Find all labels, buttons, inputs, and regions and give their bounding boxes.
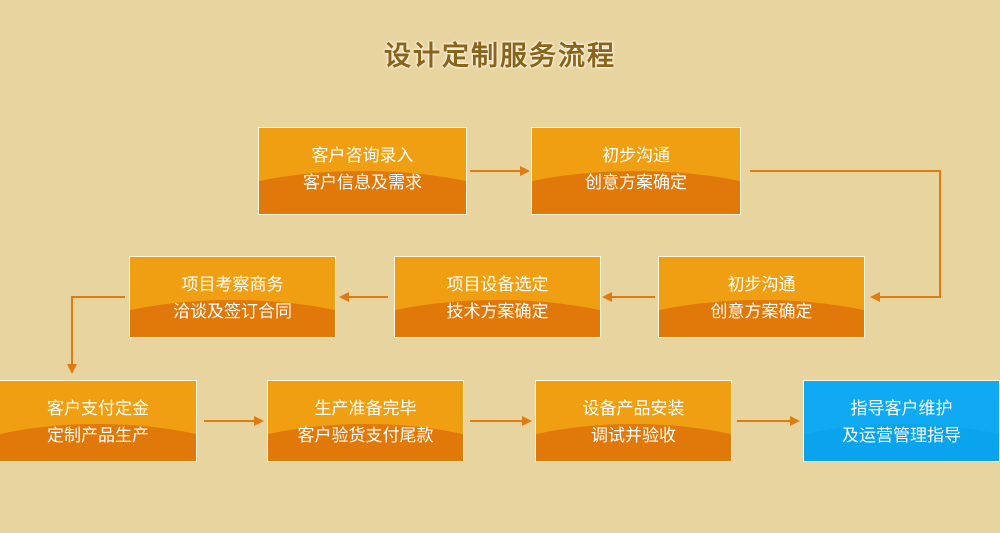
- step-3-box: 初步沟通创意方案确定: [658, 256, 865, 338]
- step-label: 设备产品安装: [582, 399, 685, 419]
- step-label: 项目设备选定: [446, 275, 549, 295]
- step-8-box: 设备产品安装调试并验收: [535, 380, 732, 462]
- step-4-box: 项目设备选定技术方案确定: [394, 256, 601, 338]
- step-label: 客户咨询录入: [311, 146, 414, 166]
- step-label: 客户信息及需求: [303, 173, 422, 193]
- step-label: 及运营管理指导: [842, 426, 961, 446]
- step-label: 调试并验收: [591, 426, 676, 446]
- step-label: 项目考察商务: [181, 275, 284, 295]
- step-label: 生产准备完毕: [314, 399, 417, 419]
- step-label: 客户支付定金: [47, 399, 149, 419]
- arrow-5-6: [67, 296, 125, 374]
- diagram-title: 设计定制服务流程: [384, 41, 616, 72]
- step-1-box: 客户咨询录入客户信息及需求: [258, 127, 467, 215]
- step-7-box: 生产准备完毕客户验货支付尾款: [267, 380, 464, 462]
- step-5-box: 项目考察商务洽谈及签订合同: [129, 256, 336, 338]
- step-label: 客户验货支付尾款: [297, 426, 434, 446]
- step-label: 技术方案确定: [446, 302, 549, 322]
- step-label: 创意方案确定: [585, 173, 687, 193]
- arrow-2-3: [750, 170, 941, 302]
- step-label: 初步沟通: [727, 275, 796, 295]
- step-6-box: 客户支付定金定制产品生产: [0, 380, 197, 462]
- step-label: 初步沟通: [602, 146, 670, 166]
- step-label: 洽谈及签订合同: [173, 302, 292, 322]
- step-label: 定制产品生产: [47, 426, 149, 446]
- step-label: 创意方案确定: [710, 302, 813, 322]
- step-2-box: 初步沟通创意方案确定: [531, 127, 741, 215]
- step-9-box: 指导客户维护及运营管理指导: [803, 380, 1000, 462]
- step-label: 指导客户维护: [850, 399, 953, 419]
